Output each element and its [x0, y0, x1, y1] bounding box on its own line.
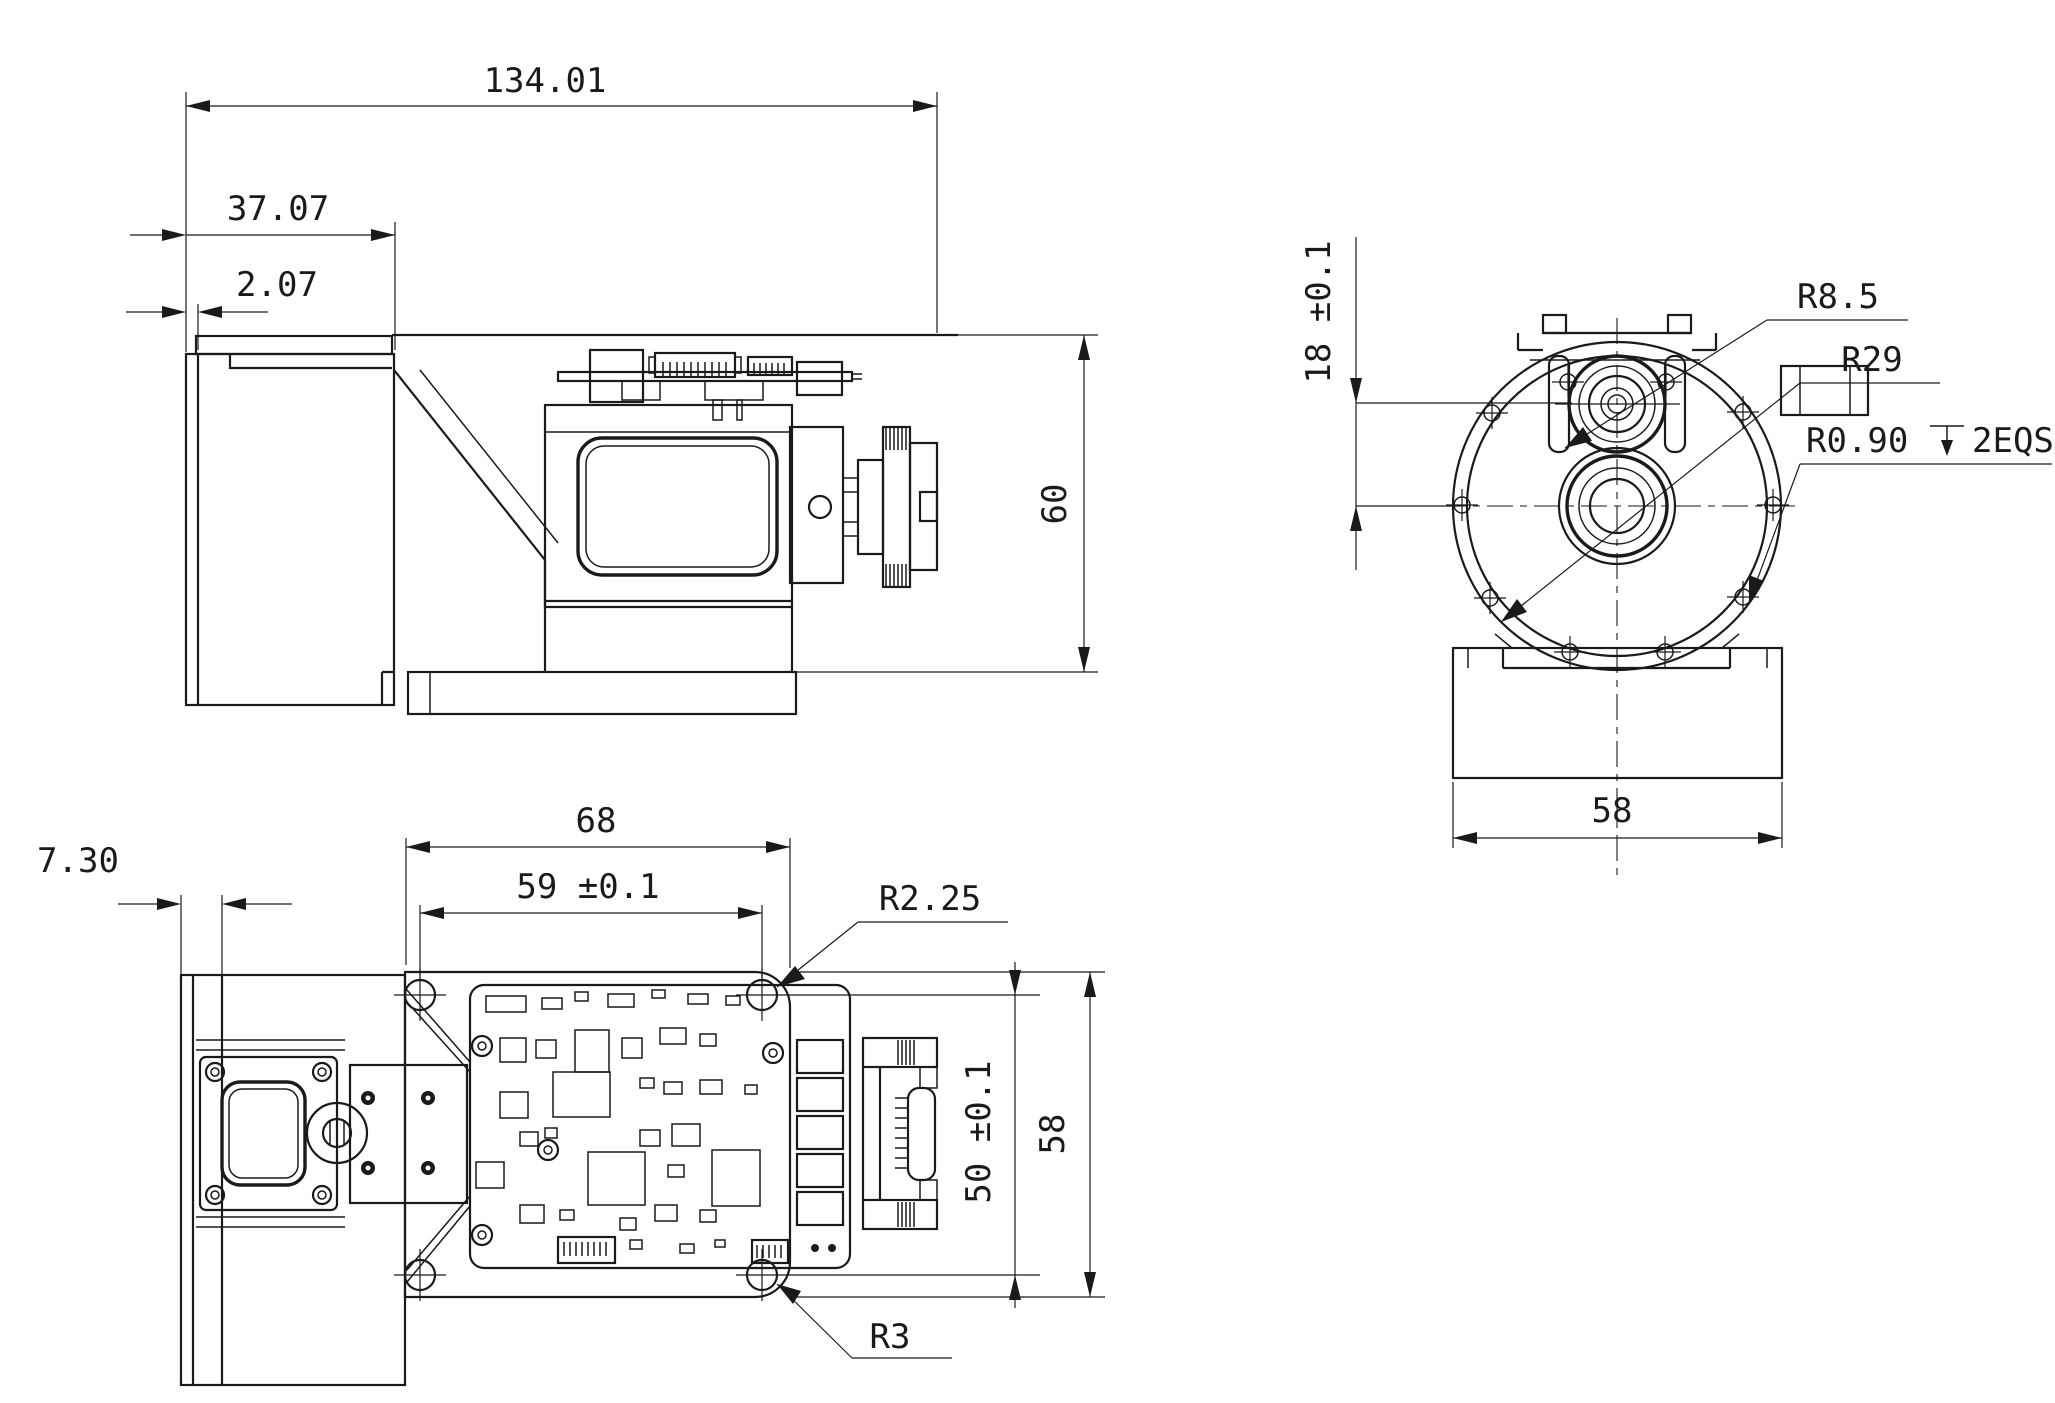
side-connector-2 — [746, 355, 794, 377]
leader-r2-25: R2.25 — [776, 879, 1008, 988]
dim-7-30-label: 7.30 — [37, 841, 119, 881]
side-strut-inner — [419, 369, 559, 544]
dim-2-label: 2.07 — [236, 265, 318, 305]
bottom-diagonals — [406, 989, 471, 1283]
side-connector-1 — [653, 351, 737, 379]
leader-r8-5: R8.5 — [1564, 277, 1908, 449]
side-under-leg-2 — [736, 399, 743, 421]
side-pcb-tail — [852, 373, 862, 380]
side-left-box — [184, 352, 396, 707]
side-lens-thread-bottom — [885, 564, 907, 587]
front-right-block — [1779, 364, 1870, 417]
side-right-plate — [788, 425, 845, 585]
dim-134: 134.01 — [185, 61, 938, 352]
side-top-plate — [194, 334, 394, 356]
depth-icon — [1930, 425, 1964, 456]
front-view: 18 ±0.1 R8.5 R29 R0.90 2EQS — [1299, 237, 2054, 880]
side-lens-stem-2 — [842, 521, 859, 537]
db-connector — [906, 1086, 937, 1182]
side-base-plate — [406, 670, 798, 716]
dim-58-front-label: 58 — [1592, 791, 1633, 831]
leader-r29: R29 — [1500, 340, 1940, 623]
side-view: 134.01 37.07 2.07 60 — [126, 61, 1098, 716]
bottom-connector-stack — [861, 1036, 939, 1231]
front-base — [1451, 633, 1784, 780]
radius-groove-label: R0.90 — [1806, 421, 1908, 461]
db-connector-pins — [895, 1097, 908, 1169]
bottom-view: 7.30 68 59 ±0.1 R2.25 50 ±0.1 — [37, 801, 1105, 1387]
dim-59: 59 ±0.1 — [419, 867, 763, 978]
front-big-lens — [1557, 446, 1677, 566]
side-lens-mid — [856, 458, 885, 556]
side-connector-2-pins — [753, 363, 785, 375]
side-under-leg-1 — [712, 399, 723, 421]
dim-50-label: 50 ±0.1 — [959, 1060, 999, 1203]
dim-59-label: 59 ±0.1 — [516, 867, 659, 907]
dim-58-bottom: 58 — [795, 971, 1105, 1298]
side-window-inner — [585, 445, 770, 568]
dim-60-label: 60 — [1035, 484, 1075, 525]
side-window-outer — [576, 436, 779, 577]
side-top-ledge — [228, 354, 392, 370]
dim-58-bottom-label: 58 — [1033, 1114, 1073, 1155]
side-lens-thread-top — [885, 427, 907, 450]
side-lens-flange — [881, 425, 912, 589]
bottom-left-box — [179, 973, 407, 1387]
radius-body-label: R29 — [1841, 340, 1902, 380]
side-lens-ring — [908, 441, 939, 572]
bottom-corner-holes — [394, 969, 788, 1301]
dim-68: 68 — [405, 801, 791, 968]
side-under-block-2 — [704, 380, 764, 401]
bottom-bracket — [348, 1063, 469, 1205]
leader-r3: R3 — [776, 1283, 952, 1359]
bottom-left-box-walls — [191, 975, 224, 1385]
side-connector-1-cap-l — [648, 356, 656, 374]
front-screw-holes — [1446, 366, 1789, 668]
front-top-bracket — [1516, 313, 1718, 361]
dim-58-front: 58 — [1452, 782, 1783, 848]
leader-r0-90: R0.90 2EQS — [1748, 421, 2054, 603]
dim-37-label: 37.07 — [227, 189, 329, 229]
bottom-main-plate — [403, 970, 792, 1299]
side-left-box-step — [380, 670, 394, 705]
dim-7-30: 7.30 — [37, 841, 292, 975]
side-connector-1-pins — [662, 362, 727, 377]
radius-groove-suffix-label: 2EQS — [1972, 421, 2054, 461]
dim-37: 37.07 — [130, 189, 396, 350]
dim-60: 60 — [796, 334, 1098, 673]
bottom-window-plate — [196, 1039, 345, 1228]
side-strut — [393, 369, 547, 607]
side-under-block-1 — [621, 380, 661, 401]
dim-50: 50 ±0.1 — [788, 962, 1040, 1308]
side-body-legs — [543, 607, 794, 672]
radius-corner-hole-label: R2.25 — [879, 879, 981, 919]
radius-corner-hole2-label: R3 — [870, 1317, 911, 1357]
side-lens-tip — [918, 490, 939, 523]
dim-2: 2.07 — [126, 265, 318, 350]
side-plate-hole — [807, 494, 833, 520]
pcb-bottom-connectors — [556, 1235, 836, 1265]
pcb-screws — [470, 1034, 785, 1247]
side-body — [543, 403, 794, 609]
dim-18: 18 ±0.1 — [1299, 237, 1572, 570]
side-component-box — [588, 348, 645, 404]
side-connector-1-cap-r — [734, 356, 742, 374]
dim-134-label: 134.01 — [484, 61, 607, 101]
bottom-pcb — [468, 983, 852, 1270]
radius-small-lens-label: R8.5 — [1797, 277, 1879, 317]
front-small-lens — [1547, 354, 1687, 454]
bottom-rect-bank — [795, 1038, 845, 1227]
pcb-components — [475, 989, 761, 1254]
side-lens-stem-1 — [842, 477, 859, 493]
dim-68-label: 68 — [576, 801, 617, 841]
dim-18-label: 18 ±0.1 — [1299, 240, 1339, 383]
side-right-block — [795, 360, 844, 397]
